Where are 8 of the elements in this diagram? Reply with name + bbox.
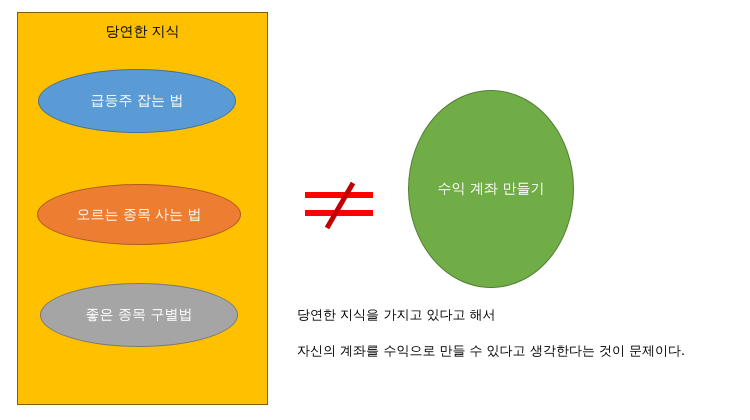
node-label: 좋은 종목 구별법 [86, 306, 192, 324]
node-label: 급등주 잡는 법 [90, 92, 184, 110]
note-text: 당연한 지식을 가지고 있다고 해서 [297, 307, 496, 324]
panel-title: 당연한 지식 [105, 23, 180, 41]
group-panel [17, 12, 268, 405]
node-label: 수익 계좌 만들기 [438, 180, 544, 198]
node-label: 오르는 종목 사는 법 [76, 206, 202, 224]
note-text: 자신의 계좌를 수익으로 만들 수 있다고 생각한다는 것이 문제이다. [297, 343, 686, 360]
